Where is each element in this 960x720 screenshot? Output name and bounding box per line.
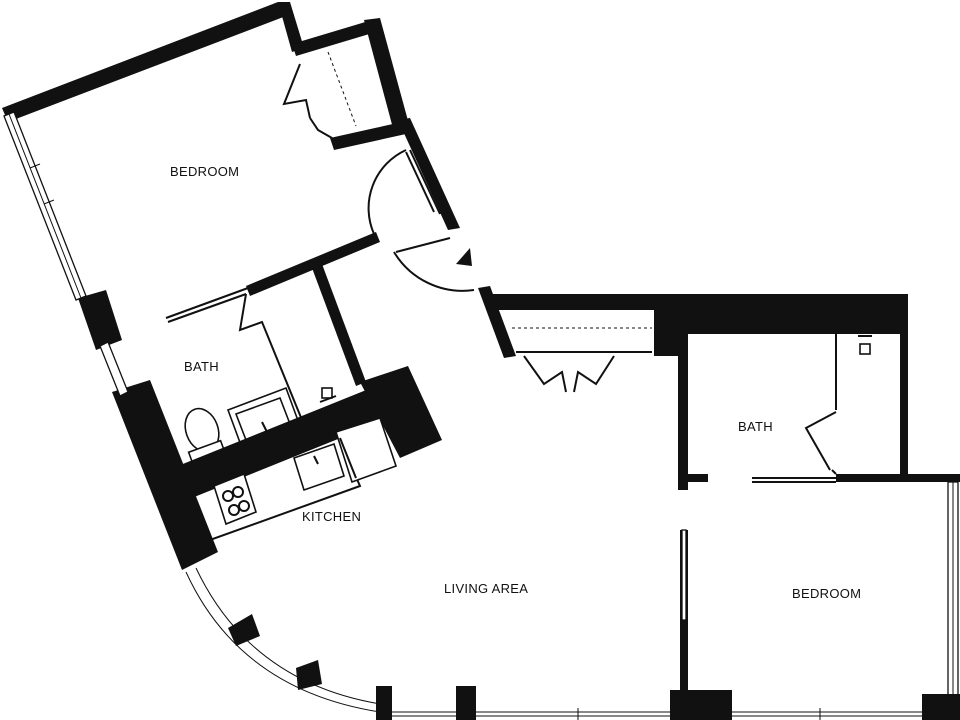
sink-kitchen-icon xyxy=(293,442,345,492)
label-kitchen: KITCHEN xyxy=(302,509,361,524)
bedroom-2 xyxy=(577,474,960,720)
wall-closet-bottom xyxy=(330,122,406,150)
pier-west-1 xyxy=(78,290,122,350)
closet-1 xyxy=(282,51,357,139)
label-living-area: LIVING AREA xyxy=(444,581,528,596)
wall-closet-east xyxy=(364,18,410,132)
entry-door xyxy=(393,237,475,292)
bedroom-1-door xyxy=(367,149,441,235)
sink-icon xyxy=(226,386,302,450)
faucet-icon xyxy=(319,387,337,403)
mullion-3 xyxy=(376,686,392,720)
pier-south-2 xyxy=(922,694,960,720)
wall-bath-2-east xyxy=(900,294,908,480)
bedroom-1-walls xyxy=(2,2,460,350)
curved-window-southwest xyxy=(185,567,670,720)
wall-north-bedroom-1 xyxy=(2,2,286,122)
wall-kitchen-back xyxy=(158,378,410,506)
wall-bath-2-south-stub xyxy=(678,474,708,482)
kitchen xyxy=(99,341,442,570)
mullion-4 xyxy=(456,686,476,720)
bath-2 xyxy=(678,294,908,490)
wall-bedroom-2-west xyxy=(680,530,688,720)
wall-bedroom-1-south xyxy=(246,232,380,296)
wall-bath-2-west xyxy=(678,330,688,490)
label-bedroom-2: BEDROOM xyxy=(792,586,861,601)
label-bath-2: BATH xyxy=(738,419,773,434)
label-bath-1: BATH xyxy=(184,359,219,374)
mullion-1 xyxy=(228,614,260,646)
wall-bath-1-east xyxy=(312,264,366,386)
door-jamb-bedroom-2 xyxy=(681,529,687,621)
wall-east-hall xyxy=(398,118,460,230)
mullion-2 xyxy=(296,660,322,690)
wall-bedroom-2-north xyxy=(836,474,960,482)
window-west-2 xyxy=(99,341,129,397)
closet-2 xyxy=(478,286,908,393)
column-kitchen xyxy=(360,366,442,458)
bedroom-1-window xyxy=(3,111,87,301)
wall-bath-2-north xyxy=(654,294,908,334)
entry-arrow-icon xyxy=(456,248,472,266)
wall-closet-notch xyxy=(278,2,304,52)
pier-south-1 xyxy=(670,690,732,720)
cooktop-icon xyxy=(213,472,257,526)
faucet-icon-2 xyxy=(858,335,872,355)
wall-closet-top xyxy=(292,20,376,56)
label-bedroom-1: BEDROOM xyxy=(170,164,239,179)
